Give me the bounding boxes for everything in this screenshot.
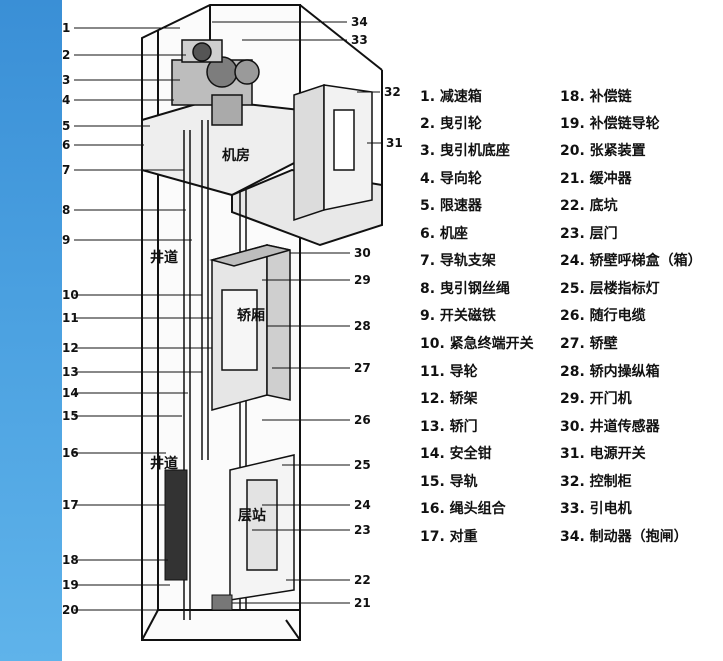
- callout-28: 28: [354, 319, 371, 333]
- callout-1: 1: [62, 21, 70, 35]
- legend-item-25: 25. 层楼指标灯: [560, 281, 660, 297]
- elevator-car: [209, 244, 291, 411]
- callout-32: 32: [384, 85, 401, 99]
- legend-item-28: 28. 轿内操纵箱: [560, 364, 660, 380]
- counterweight: [164, 469, 188, 581]
- legend-item-9: 9. 开关磁铁: [420, 308, 496, 324]
- callout-6: 6: [62, 138, 70, 152]
- legend-item-18: 18. 补偿链: [560, 89, 632, 105]
- callout-23: 23: [354, 523, 371, 537]
- legend-item-4: 4. 导向轮: [420, 171, 482, 187]
- callout-21: 21: [354, 596, 371, 610]
- legend-item-24: 24. 轿壁呼梯盒（箱）: [560, 253, 702, 269]
- legend-item-19: 19. 补偿链导轮: [560, 116, 660, 132]
- callout-19: 19: [62, 578, 79, 592]
- legend-item-10: 10. 紧急终端开关: [420, 336, 534, 352]
- callout-17: 17: [62, 498, 79, 512]
- callout-11: 11: [62, 311, 79, 325]
- legend-item-12: 12. 轿架: [420, 391, 478, 407]
- legend-item-33: 33. 引电机: [560, 501, 632, 517]
- label-hoistway-upper: 井道: [150, 249, 178, 266]
- legend-item-21: 21. 缓冲器: [560, 171, 632, 187]
- control-cabinet: [293, 83, 373, 222]
- legend-item-2: 2. 曳引轮: [420, 116, 482, 132]
- callout-5: 5: [62, 119, 70, 133]
- legend-item-6: 6. 机座: [420, 226, 468, 242]
- parts-legend: 1. 减速箱 2. 曳引轮 3. 曳引机底座 4. 导向轮 5. 限速器 6. …: [420, 86, 720, 566]
- callout-29: 29: [354, 273, 371, 287]
- legend-item-17: 17. 对重: [420, 529, 478, 545]
- label-hoistway-lower: 井道: [150, 455, 178, 472]
- callout-34: 34: [351, 15, 368, 29]
- legend-item-3: 3. 曳引机底座: [420, 143, 510, 159]
- legend-item-5: 5. 限速器: [420, 198, 482, 214]
- label-car: 轿厢: [237, 307, 265, 324]
- side-accent-bar: [0, 0, 62, 661]
- callout-26: 26: [354, 413, 371, 427]
- label-landing: 层站: [238, 507, 266, 524]
- legend-item-23: 23. 层门: [560, 226, 618, 242]
- legend-item-15: 15. 导轨: [420, 474, 478, 490]
- legend-item-7: 7. 导轨支架: [420, 253, 496, 269]
- legend-item-34: 34. 制动器（抱闸）: [560, 529, 688, 545]
- callout-20: 20: [62, 603, 79, 617]
- legend-item-14: 14. 安全钳: [420, 446, 492, 462]
- callout-30: 30: [354, 246, 371, 260]
- legend-item-16: 16. 绳头组合: [420, 501, 506, 517]
- legend-item-30: 30. 井道传感器: [560, 419, 660, 435]
- legend-item-13: 13. 轿门: [420, 419, 478, 435]
- callout-24: 24: [354, 498, 371, 512]
- legend-item-1: 1. 减速箱: [420, 89, 482, 105]
- legend-item-8: 8. 曳引钢丝绳: [420, 281, 510, 297]
- callout-15: 15: [62, 409, 79, 423]
- callout-13: 13: [62, 365, 79, 379]
- callout-14: 14: [62, 386, 79, 400]
- callout-9: 9: [62, 233, 70, 247]
- legend-item-22: 22. 底坑: [560, 198, 618, 214]
- legend-item-11: 11. 导轮: [420, 364, 478, 380]
- legend-item-29: 29. 开门机: [560, 391, 632, 407]
- callout-25: 25: [354, 458, 371, 472]
- callout-3: 3: [62, 73, 70, 87]
- callout-7: 7: [62, 163, 70, 177]
- elevator-diagram: 机房 井道 井道 轿厢 层站: [62, 4, 403, 641]
- callout-10: 10: [62, 288, 79, 302]
- callout-2: 2: [62, 48, 70, 62]
- callout-33: 33: [351, 33, 368, 47]
- legend-item-26: 26. 随行电缆: [560, 308, 646, 324]
- legend-item-27: 27. 轿壁: [560, 336, 618, 352]
- traction-machine: [171, 39, 260, 126]
- legend-item-20: 20. 张紧装置: [560, 143, 646, 159]
- landing-door-frame: [229, 454, 295, 601]
- callout-8: 8: [62, 203, 70, 217]
- callout-leaders: [74, 21, 382, 611]
- callout-22: 22: [354, 573, 371, 587]
- legend-item-31: 31. 电源开关: [560, 446, 646, 462]
- callout-18: 18: [62, 553, 79, 567]
- callout-31: 31: [386, 136, 403, 150]
- callout-16: 16: [62, 446, 79, 460]
- legend-item-32: 32. 控制柜: [560, 474, 632, 490]
- label-machine-room: 机房: [222, 147, 250, 164]
- buffer: [211, 594, 233, 611]
- callout-27: 27: [354, 361, 371, 375]
- callout-4: 4: [62, 93, 70, 107]
- callout-12: 12: [62, 341, 79, 355]
